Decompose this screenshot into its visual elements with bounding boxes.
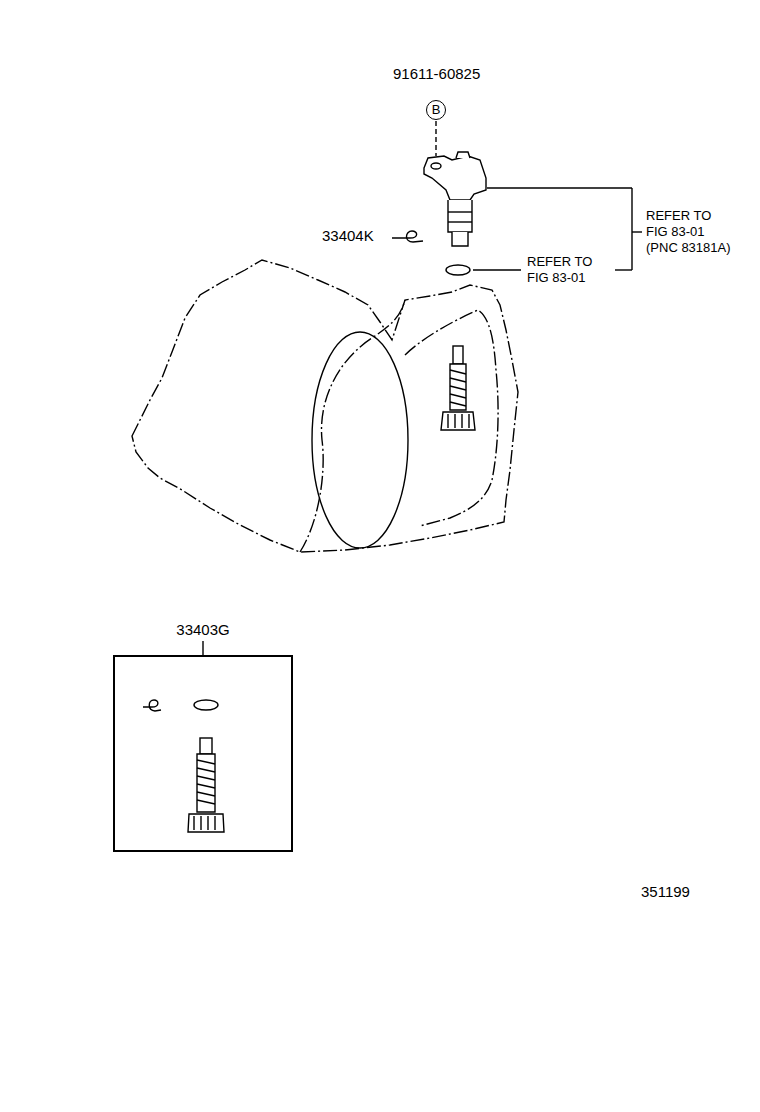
part-number: 33404K bbox=[322, 228, 374, 244]
o-ring bbox=[446, 265, 470, 275]
leader-line bbox=[435, 121, 436, 156]
part-number: 91611-60825 bbox=[393, 66, 480, 82]
leader-line bbox=[202, 641, 203, 655]
speed-sensor bbox=[424, 152, 486, 246]
driven-gear bbox=[441, 346, 475, 430]
kit-parts bbox=[143, 700, 224, 832]
circle-letter: B bbox=[432, 103, 441, 117]
kit-frame bbox=[113, 655, 293, 852]
figure-number: 351199 bbox=[641, 884, 690, 900]
reference-circle: B bbox=[426, 100, 446, 120]
clip bbox=[392, 231, 423, 242]
reference-note: REFER TO FIG 83-01 bbox=[527, 254, 615, 286]
reference-note: REFER TO FIG 83-01 (PNC 83181A) bbox=[646, 208, 734, 256]
transmission-housing bbox=[132, 260, 518, 552]
part-number: 33403G bbox=[113, 618, 293, 639]
kit-box: 33403G bbox=[113, 618, 293, 852]
